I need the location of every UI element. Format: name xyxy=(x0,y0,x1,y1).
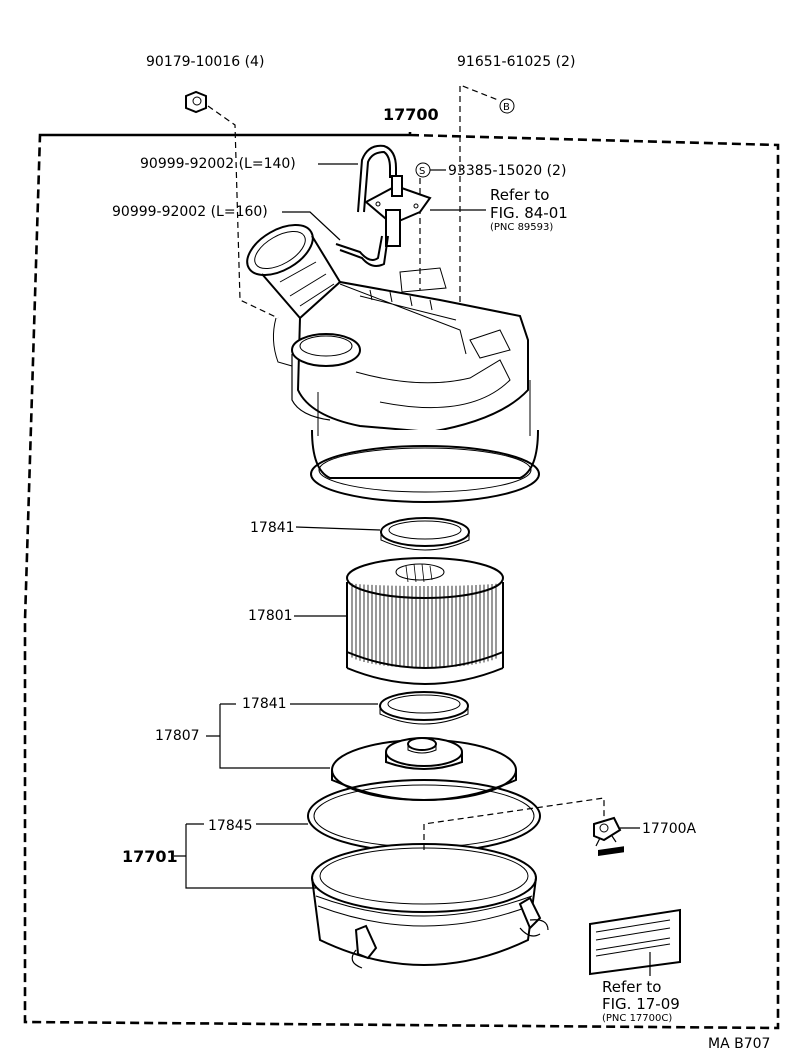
label-90999-160: 90999-92002 (L=160) xyxy=(112,204,268,220)
leader-hose-160 xyxy=(282,211,341,241)
label-17700: 17700 xyxy=(383,105,439,124)
circle-b-marker xyxy=(499,98,515,114)
leader-17701 xyxy=(174,823,316,889)
circle-b-label: B xyxy=(503,102,510,113)
gasket-17841-top xyxy=(380,517,470,551)
nut-part xyxy=(185,90,279,319)
refer2-line2: FIG. 17-09 xyxy=(602,995,680,1013)
leader-17700A-dash xyxy=(423,797,605,850)
part-17700A xyxy=(593,816,622,847)
diagram-code: MA B707 xyxy=(708,1036,770,1052)
refer1-line1: Refer to xyxy=(490,186,549,204)
label-17841-top: 17841 xyxy=(250,520,295,536)
refer1-line3: (PNC 89593) xyxy=(490,222,553,233)
label-plate xyxy=(589,846,681,976)
leader-91651 xyxy=(459,84,499,302)
gasket-17841-mid xyxy=(379,691,469,725)
label-17701: 17701 xyxy=(122,847,178,866)
refer1-line2: FIG. 84-01 xyxy=(490,204,568,222)
vacuum-valve-part xyxy=(364,175,432,247)
hose-160-part xyxy=(335,235,389,267)
hose-140-part xyxy=(357,144,397,213)
filter-cover-plate xyxy=(331,737,517,801)
air-cleaner-case xyxy=(311,843,549,969)
label-93385: 93385-15020 (2) xyxy=(448,163,566,179)
label-90999-140: 90999-92002 (L=140) xyxy=(140,156,296,172)
label-90179: 90179-10016 (4) xyxy=(146,54,264,70)
label-91651: 91651-61025 (2) xyxy=(457,54,575,70)
leader-17807 xyxy=(206,703,330,769)
filter-element-17801 xyxy=(346,557,504,685)
label-17807: 17807 xyxy=(155,728,200,744)
assembly-frame xyxy=(23,130,780,1030)
leader-17841-top xyxy=(295,526,381,531)
circle-s-label: S xyxy=(419,166,425,177)
label-17841-mid: 17841 xyxy=(242,696,287,712)
label-17801: 17801 xyxy=(248,608,293,624)
air-cleaner-cap xyxy=(246,224,540,503)
label-17845: 17845 xyxy=(208,818,253,834)
label-17700A: 17700A xyxy=(642,821,697,837)
refer2-line3: (PNC 17700C) xyxy=(602,1013,672,1024)
refer2-line1: Refer to xyxy=(602,978,661,996)
